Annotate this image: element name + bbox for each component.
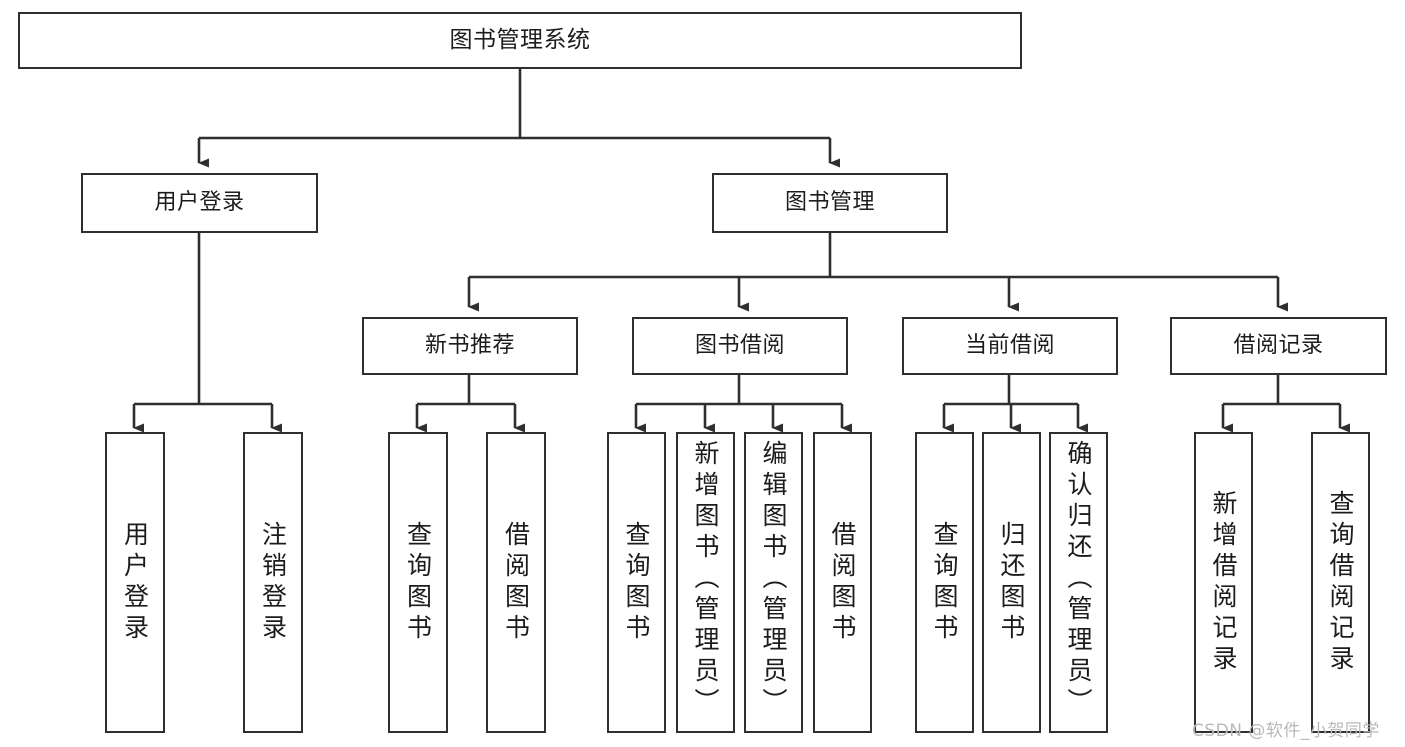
node-label: 注销登录: [258, 520, 288, 645]
node-label: 确认归还（管理员）: [1064, 440, 1093, 719]
leaf-return-book[interactable]: 归还图书: [982, 432, 1041, 733]
leaf-add-book-admin[interactable]: 新增图书（管理员）: [676, 432, 735, 733]
node-label: 归还图书: [997, 520, 1026, 645]
node-label: 借阅图书: [501, 520, 531, 645]
leaf-edit-book-admin[interactable]: 编辑图书（管理员）: [744, 432, 803, 733]
leaf-query-book-borrow[interactable]: 查询图书: [607, 432, 666, 733]
leaf-query-borrow-record[interactable]: 查询借阅记录: [1311, 432, 1370, 733]
leaf-query-book-recommend[interactable]: 查询图书: [388, 432, 448, 733]
node-root-system[interactable]: 图书管理系统: [18, 12, 1022, 69]
node-label: 图书管理系统: [449, 27, 591, 54]
leaf-user-login[interactable]: 用户登录: [105, 432, 165, 733]
node-label: 借阅图书: [828, 520, 857, 645]
node-label: 图书管理: [784, 190, 875, 216]
node-label: 当前借阅: [964, 333, 1055, 359]
node-label: 查询图书: [622, 520, 651, 645]
node-label: 新增图书（管理员）: [691, 440, 720, 719]
leaf-query-book-current[interactable]: 查询图书: [915, 432, 974, 733]
node-label: 用户登录: [120, 520, 150, 645]
node-new-book-recommend[interactable]: 新书推荐: [362, 317, 578, 375]
node-label: 图书借阅: [694, 333, 785, 359]
node-label: 新增借阅记录: [1209, 489, 1238, 676]
leaf-borrow-book-recommend[interactable]: 借阅图书: [486, 432, 546, 733]
node-label: 查询借阅记录: [1326, 489, 1355, 676]
node-label: 编辑图书（管理员）: [759, 440, 788, 719]
watermark-credit: CSDN @软件_小贺同学: [1192, 721, 1380, 741]
node-label: 新书推荐: [424, 333, 515, 359]
leaf-add-borrow-record[interactable]: 新增借阅记录: [1194, 432, 1253, 733]
node-label: 用户登录: [154, 190, 245, 216]
leaf-logout[interactable]: 注销登录: [243, 432, 303, 733]
leaf-confirm-return-admin[interactable]: 确认归还（管理员）: [1049, 432, 1108, 733]
leaf-borrow-book[interactable]: 借阅图书: [813, 432, 872, 733]
node-borrow-record[interactable]: 借阅记录: [1170, 317, 1387, 375]
node-book-borrow[interactable]: 图书借阅: [632, 317, 848, 375]
node-label: 借阅记录: [1233, 333, 1324, 359]
node-book-management[interactable]: 图书管理: [712, 173, 948, 233]
node-label: 查询图书: [403, 520, 433, 645]
node-current-borrow[interactable]: 当前借阅: [902, 317, 1118, 375]
node-label: 查询图书: [930, 520, 959, 645]
node-user-login[interactable]: 用户登录: [81, 173, 318, 233]
